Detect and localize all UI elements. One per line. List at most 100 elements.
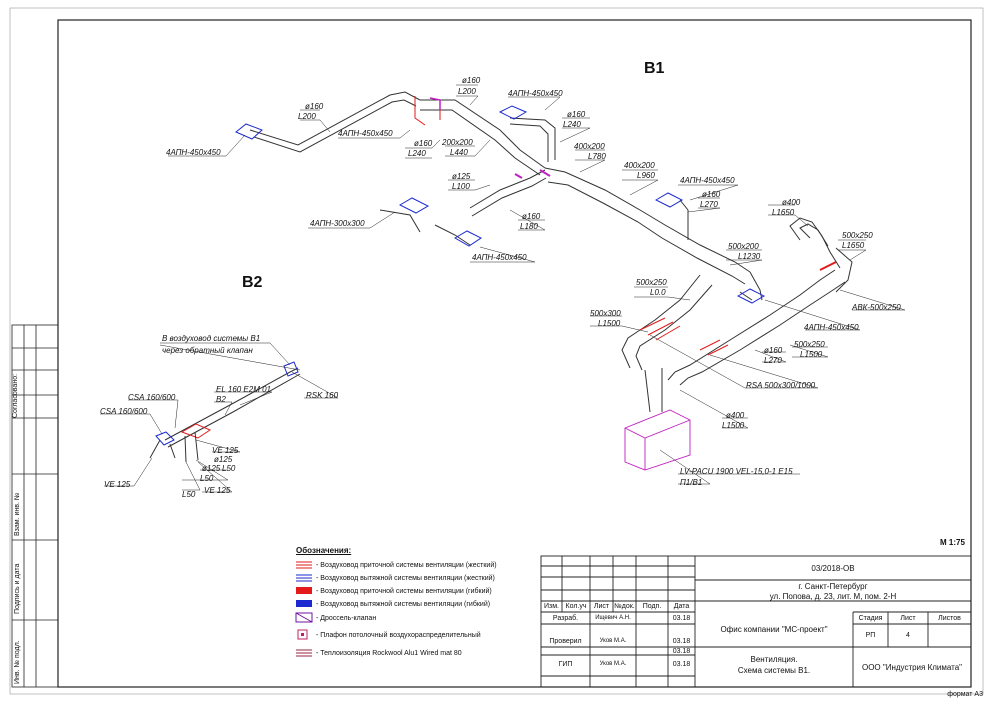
side-stamp <box>11 324 59 688</box>
legend-sym-supply-rigid <box>296 561 312 569</box>
label-unit-sub: П1/В1 <box>680 478 703 487</box>
title-block-address1: г. Санкт-Петербург <box>798 582 868 591</box>
title-block-header-koluch: Кол.уч <box>565 603 587 610</box>
legend-item-text: - Дроссель-клапан <box>316 614 377 622</box>
label-size: 500х250 <box>842 231 873 240</box>
legend-item: - Воздуховод приточной системы вентиляци… <box>316 560 497 570</box>
legend-item: - Теплоизоляция Rockwool Alu1 Wired mat … <box>316 648 462 658</box>
legend-sym-plafond <box>297 629 308 640</box>
legend-sym-exhaust-flex <box>296 600 312 607</box>
label-size: 500х250 <box>636 278 667 287</box>
label-unit: LV-PACU 1900 VEL-15,0-1 E15 <box>680 467 793 476</box>
label-size: 200х200 <box>442 138 473 147</box>
format-label: формат А3 <box>947 691 983 698</box>
label-d400: ø400 <box>726 411 745 420</box>
label-size: 500х250 <box>794 340 825 349</box>
title-block-code: 03/2018-ОВ <box>811 563 855 573</box>
label-b2-note2: через обратный клапан <box>162 346 253 355</box>
title-block-sheet-header: Лист <box>900 614 916 622</box>
title-block-header-izm: Изм. <box>544 603 559 610</box>
label-length: L50 <box>222 464 236 473</box>
legend-item-text: - Воздуховод вытяжной системы вентиляции… <box>316 574 495 582</box>
label-length: L240 <box>563 120 581 129</box>
title-block-stage: РП <box>865 632 876 639</box>
b2-ductwork <box>149 344 301 463</box>
title-block-object: Офис компании "МС-проект" <box>720 625 828 634</box>
label-length: L240 <box>408 149 426 158</box>
label-ve125: VE 125 <box>104 480 131 489</box>
label-abk: АВК-500х250 <box>852 303 901 312</box>
legend-item: - Плафон потолочный воздухораспределител… <box>316 630 481 640</box>
title-block-drawing-title2: Схема системы В1. <box>737 665 811 675</box>
label-csa: CSA 160/600 <box>100 407 148 416</box>
title-block-role: ГИП <box>558 660 573 668</box>
b1-ductwork <box>235 91 853 413</box>
legend-item-text: - Воздуховод приточной системы вентиляци… <box>316 561 497 569</box>
label-length: L180 <box>520 222 538 231</box>
title-block-person: Ищевич А.Н. <box>595 615 631 621</box>
title-block-role: Разраб. <box>552 614 579 622</box>
system-b2-title: B2 <box>242 274 263 291</box>
label-length: L0.0 <box>650 288 666 297</box>
title-block-person: Уков М.А. <box>599 638 627 644</box>
legend-sym-insulation <box>296 649 312 657</box>
label-d125: ø125 <box>202 464 221 473</box>
legend-title: Обозначения: <box>296 546 352 555</box>
b1-unit-box <box>624 409 691 471</box>
side-stamp-soglasovano: Согласовано: <box>12 373 19 418</box>
label-d125: ø125 <box>452 172 471 181</box>
label-length: L780 <box>588 152 606 161</box>
label-size: 400х200 <box>574 142 605 151</box>
title-block-date: 03.18 <box>672 647 691 655</box>
label-d160: ø160 <box>522 212 541 221</box>
legend-item-text: - Плафон потолочный воздухораспределител… <box>316 631 481 639</box>
side-stamp-podpis: Подпись и дата <box>14 563 21 614</box>
label-length: L1500 <box>800 350 823 359</box>
system-b1-title: B1 <box>644 60 665 77</box>
title-block-sheet: 4 <box>906 632 910 639</box>
legend-sym-damper <box>295 612 313 623</box>
legend-item-text: - Теплоизоляция Rockwool Alu1 Wired mat … <box>316 649 462 657</box>
label-length: L960 <box>637 171 655 180</box>
label-length: L1650 <box>772 208 795 217</box>
outer-frame <box>9 7 984 695</box>
title-block-sheets-header: Листов <box>938 614 961 622</box>
title-block-stage-header: Стадия <box>858 614 883 622</box>
label-length: L1230 <box>738 252 761 261</box>
legend-item-text: - Воздуховод вытяжной системы вентиляции… <box>316 600 491 608</box>
label-csa: CSA 160/600 <box>128 393 176 402</box>
title-block-date: 03.18 <box>672 614 691 622</box>
legend-item-text: - Воздуховод приточной системы вентиляци… <box>316 587 492 595</box>
label-length: L200 <box>298 112 316 121</box>
label-d125: ø125 <box>214 455 233 464</box>
label-length: L270 <box>700 200 718 209</box>
label-d160: ø160 <box>305 102 324 111</box>
label-rsa: RSA 500х300/1000 <box>746 381 816 390</box>
legend-symbols <box>295 561 313 657</box>
label-length: L50 <box>182 490 196 499</box>
label-length: L100 <box>452 182 470 191</box>
title-block-address2: ул. Попова, д. 23, лит. М, пом. 2-Н <box>769 592 897 601</box>
label-length: L270 <box>764 356 782 365</box>
leader-lines <box>100 84 906 493</box>
label-size: 500х300 <box>590 309 621 318</box>
label-4apn-r1: 4АПН-450х450 <box>680 176 735 185</box>
label-b2-note1: В воздуховод системы В1 <box>162 334 261 343</box>
label-ve125: VE 125 <box>212 446 239 455</box>
scale-label: М 1:75 <box>940 538 965 547</box>
label-4apn-300: 4АПН-300х300 <box>310 219 365 228</box>
label-4apn-center: 4АПН-450х450 <box>338 129 393 138</box>
title-block-header-ndok: №док. <box>614 603 635 610</box>
label-d400: ø400 <box>782 198 801 207</box>
side-stamp-inv-podl: Инв. № подл. <box>14 640 21 684</box>
title-block-person: Уков М.А. <box>599 661 627 667</box>
label-rsk: RSK 160 <box>306 391 339 400</box>
title-block-grid <box>540 555 972 688</box>
label-length: L1650 <box>842 241 865 250</box>
label-length: L1500 <box>598 319 621 328</box>
label-d160: ø160 <box>702 190 721 199</box>
label-el: EL 160 E2M 01 <box>216 385 272 394</box>
side-stamp-vzam: Взам. инв. № <box>14 492 21 536</box>
label-size: 500х200 <box>728 242 759 251</box>
